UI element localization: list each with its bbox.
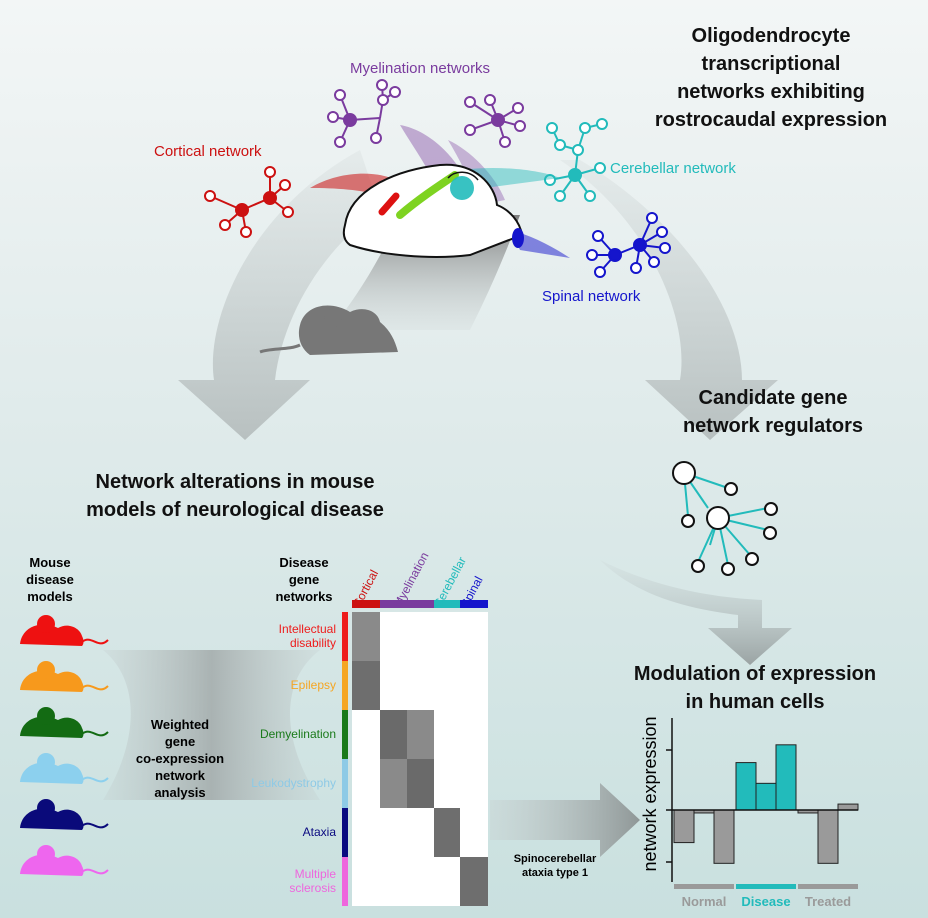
chart-group-bar xyxy=(674,884,734,889)
mouse-icon xyxy=(20,707,109,738)
chart-group-label: Treated xyxy=(804,894,852,909)
label-wgcna: Weighted gene co-expression network anal… xyxy=(135,717,225,800)
matrix-column-bar xyxy=(460,600,488,608)
big-arrows xyxy=(103,150,792,857)
matrix-row-bar xyxy=(342,808,348,857)
matrix-cell xyxy=(352,612,380,661)
matrix-row-label: Multiple sclerosis xyxy=(289,867,336,895)
chart-bar xyxy=(837,803,859,811)
label-cerebellar-network: Cerebellar network xyxy=(610,160,736,177)
matrix-row-bar xyxy=(342,661,348,710)
chart-bar xyxy=(673,809,695,844)
chart-group-label: Disease xyxy=(741,894,791,909)
mouse-models-icons xyxy=(20,615,109,876)
mouse-icon xyxy=(20,661,109,692)
spinal-network-graph xyxy=(586,212,671,278)
matrix-cell xyxy=(380,759,407,808)
mouse-brain-illustration xyxy=(310,125,570,258)
cerebellar-network-graph xyxy=(544,118,608,202)
chart-group-bar xyxy=(798,884,858,889)
chart-group-bar xyxy=(736,884,796,889)
matrix-row-bar xyxy=(342,612,348,661)
matrix-column-bar xyxy=(352,600,380,608)
expression-bar-chart xyxy=(666,718,859,889)
matrix-row-label: Intellectual disability xyxy=(278,622,336,650)
matrix-cell xyxy=(460,857,488,906)
matrix-cell xyxy=(407,710,434,759)
heading-candidate-regulators: Candidate gene network regulators xyxy=(682,387,864,437)
myelination-network-graph xyxy=(327,79,526,148)
chart-ylabel: network expression xyxy=(640,716,660,872)
chart-ylabel-box: network expression xyxy=(640,704,666,884)
chart-bar xyxy=(775,744,797,811)
label-cortical-network: Cortical network xyxy=(154,143,262,160)
mouse-icon xyxy=(20,615,109,646)
chart-group-label: Normal xyxy=(681,894,727,909)
matrix-cell xyxy=(352,661,380,710)
heading-modulation: Modulation of expression in human cells xyxy=(633,663,877,713)
grey-mouse-silhouette xyxy=(259,305,398,355)
matrix-column-bar xyxy=(434,600,460,608)
matrix-row-bar xyxy=(342,857,348,906)
disease-network-matrix xyxy=(342,600,488,906)
label-spinocerebellar-ataxia: Spinocerebellar ataxia type 1 xyxy=(513,853,597,879)
matrix-column-bar xyxy=(380,600,434,608)
heading-oligodendrocyte-networks: Oligodendrocyte transcriptional networks… xyxy=(654,25,888,131)
label-disease-gene-networks: Disease gene networks xyxy=(275,555,333,604)
matrix-row-label: Demyelination xyxy=(259,727,336,741)
chart-bar xyxy=(817,809,839,864)
label-spinal-network: Spinal network xyxy=(542,288,641,305)
chart-bar xyxy=(713,809,735,864)
heading-network-alterations: Network alterations in mouse models of n… xyxy=(86,471,384,521)
mouse-icon xyxy=(20,753,109,784)
cortical-network-graph xyxy=(204,166,294,238)
matrix-row-label: Ataxia xyxy=(302,825,336,839)
label-myelination-networks: Myelination networks xyxy=(350,60,491,77)
matrix-row-bar xyxy=(342,710,348,759)
label-mouse-disease-models: Mouse disease models xyxy=(26,555,74,604)
matrix-cell xyxy=(434,808,460,857)
regulator-network-graph xyxy=(672,461,778,576)
matrix-row-label: Epilepsy xyxy=(290,678,336,692)
chart-bar xyxy=(755,782,777,811)
mouse-icon xyxy=(20,799,109,830)
matrix-row-bar xyxy=(342,759,348,808)
matrix-cell xyxy=(407,759,434,808)
mouse-icon xyxy=(20,845,109,876)
matrix-row-label: Leukodystrophy xyxy=(251,776,336,790)
matrix-cell xyxy=(380,710,407,759)
chart-bar xyxy=(735,762,757,811)
